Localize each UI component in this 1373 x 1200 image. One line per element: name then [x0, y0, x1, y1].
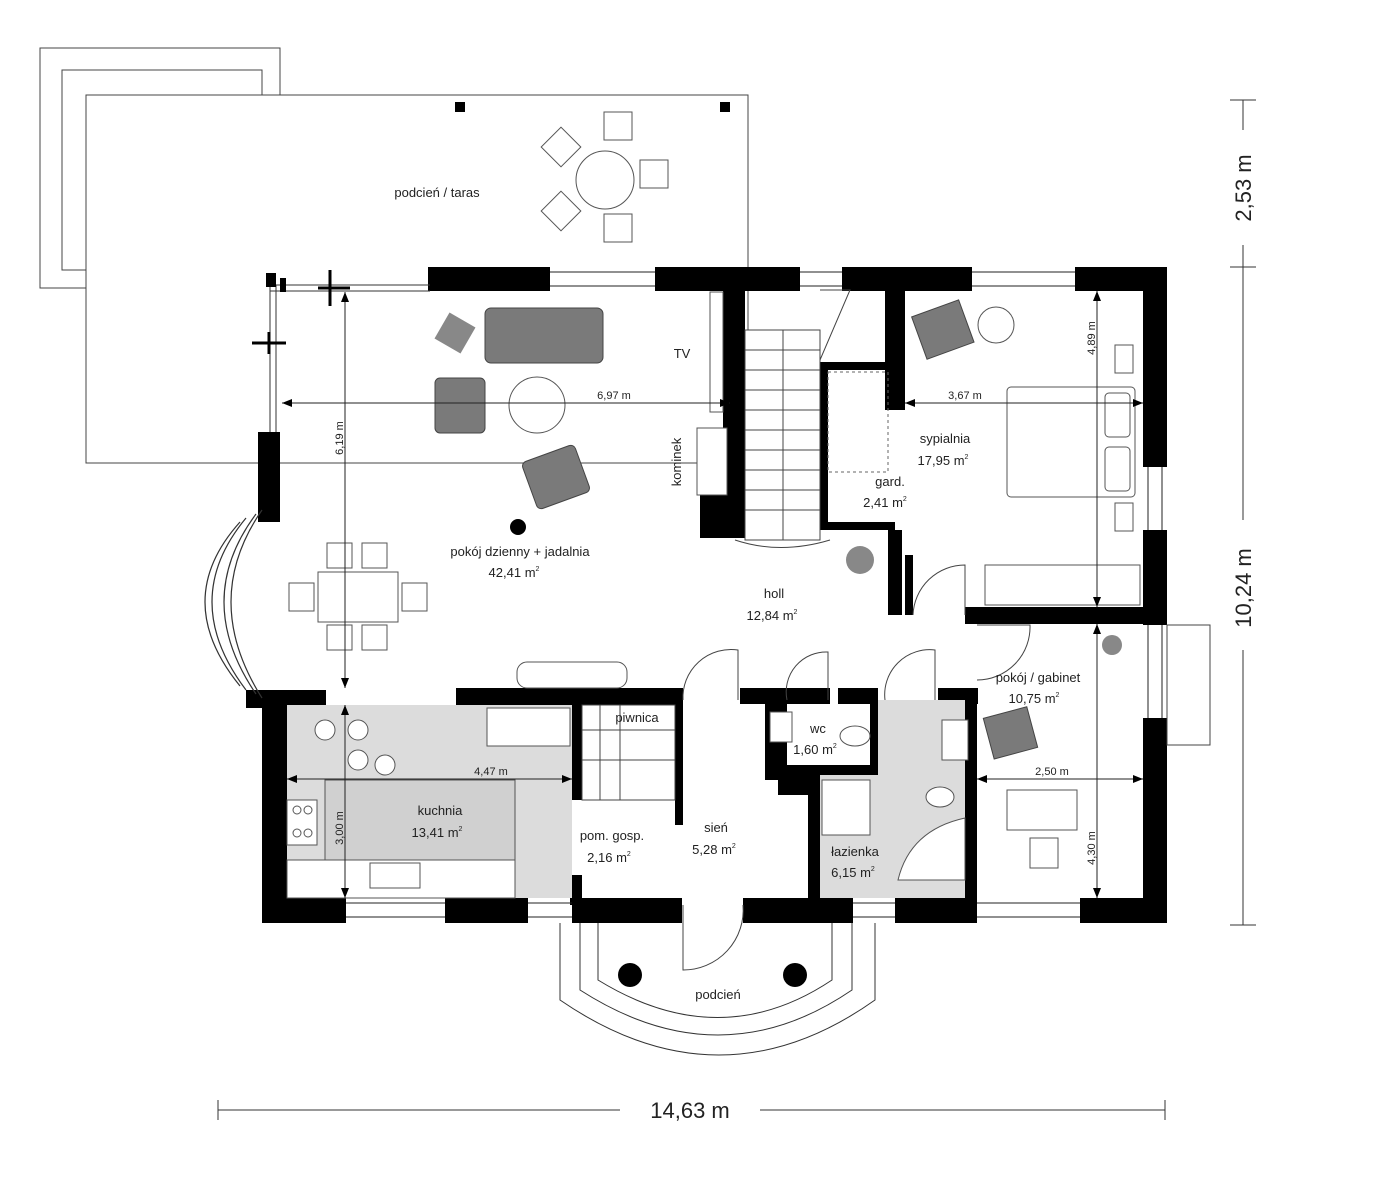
living-name: pokój dzienny + jadalnia: [450, 544, 590, 559]
dimension-lines: [282, 291, 1143, 898]
overall-width-label: 14,63 m: [650, 1098, 730, 1123]
tv-label: TV: [674, 346, 691, 361]
living-area-sup: 2: [536, 566, 540, 573]
bedroom-area: 17,95 m: [918, 453, 965, 468]
study-name: pokój / gabinet: [996, 670, 1081, 685]
overall-depth-label: 10,24 m: [1231, 548, 1256, 628]
basement-stairs: [581, 704, 676, 801]
svg-text:13,41 m2: 13,41 m2: [412, 825, 463, 840]
svg-text:12,84 m2: 12,84 m2: [747, 608, 798, 623]
svg-text:42,41 m2: 42,41 m2: [489, 565, 540, 580]
study-area-sup: 2: [1056, 692, 1060, 699]
living-area: 42,41 m: [489, 565, 536, 580]
svg-text:1,60 m2: 1,60 m2: [793, 742, 837, 757]
bedroom-name: sypialnia: [920, 431, 971, 446]
hall-name: holl: [764, 586, 784, 601]
utility-name: pom. gosp.: [580, 828, 644, 843]
overall-dimensions: [217, 99, 1256, 1120]
porch-label: podcień: [695, 987, 741, 1002]
front-porch: [559, 923, 876, 1056]
main-stairs: [734, 289, 851, 548]
bathroom-name: łazienka: [831, 844, 879, 859]
svg-text:2,16 m2: 2,16 m2: [587, 850, 631, 865]
kitchen-name: kuchnia: [418, 803, 464, 818]
plant-icon: [846, 546, 1122, 655]
wardrobe-name: gard.: [875, 474, 905, 489]
bedroom-furniture: [911, 299, 1141, 606]
living-depth-label: 6,19 m: [334, 421, 346, 455]
bedroom-depth-label: 4,89 m: [1086, 321, 1098, 355]
kitchen-area-sup: 2: [459, 826, 463, 833]
walls: [246, 267, 1167, 923]
bay-window: [204, 509, 263, 699]
terrace-outline: [39, 47, 749, 464]
kitchen-width-label: 4,47 m: [474, 766, 508, 778]
bathroom-area-sup: 2: [871, 866, 875, 873]
kitchen-furniture: [286, 661, 628, 899]
vestibule-name: sień: [704, 820, 728, 835]
study-width-label: 2,50 m: [1035, 766, 1069, 778]
svg-text:5,28 m2: 5,28 m2: [692, 842, 736, 857]
kitchen-area: 13,41 m: [412, 825, 459, 840]
terrace-label: podcień / taras: [394, 185, 480, 200]
fireplace-label: kominek: [669, 437, 684, 486]
windows: [346, 271, 1211, 918]
study-furniture: [982, 706, 1078, 869]
utility-area-sup: 2: [627, 851, 631, 858]
vestibule-area: 5,28 m: [692, 842, 732, 857]
hall-area-sup: 2: [794, 609, 798, 616]
study-area: 10,75 m: [1009, 691, 1056, 706]
svg-text:17,95 m2: 17,95 m2: [918, 453, 969, 468]
svg-text:2,41 m2: 2,41 m2: [863, 495, 907, 510]
terrace-table: [540, 111, 669, 243]
bathroom-area: 6,15 m: [831, 865, 871, 880]
basement-label: piwnica: [615, 710, 659, 725]
living-furniture: [288, 291, 728, 651]
doors: [682, 564, 1031, 971]
wardrobe-area: 2,41 m: [863, 495, 903, 510]
study-depth-label: 4,30 m: [1086, 831, 1098, 865]
living-width-label: 6,97 m: [597, 390, 631, 402]
hall-area: 12,84 m: [747, 608, 794, 623]
wardrobe-details: [827, 371, 889, 473]
bathroom-fixtures: [769, 711, 969, 881]
glass-wall: [252, 270, 430, 432]
bedroom-area-sup: 2: [965, 454, 969, 461]
wardrobe-area-sup: 2: [903, 496, 907, 503]
terrace-depth-label: 2,53 m: [1231, 154, 1256, 221]
wc-area-sup: 2: [833, 743, 837, 750]
utility-area: 2,16 m: [587, 850, 627, 865]
wc-name: wc: [809, 721, 826, 736]
svg-text:6,15 m2: 6,15 m2: [831, 865, 875, 880]
vestibule-area-sup: 2: [732, 843, 736, 850]
wc-area: 1,60 m: [793, 742, 833, 757]
svg-text:10,75 m2: 10,75 m2: [1009, 691, 1060, 706]
kitchen-depth-label: 3,00 m: [334, 811, 346, 845]
bedroom-width-label: 3,67 m: [948, 390, 982, 402]
